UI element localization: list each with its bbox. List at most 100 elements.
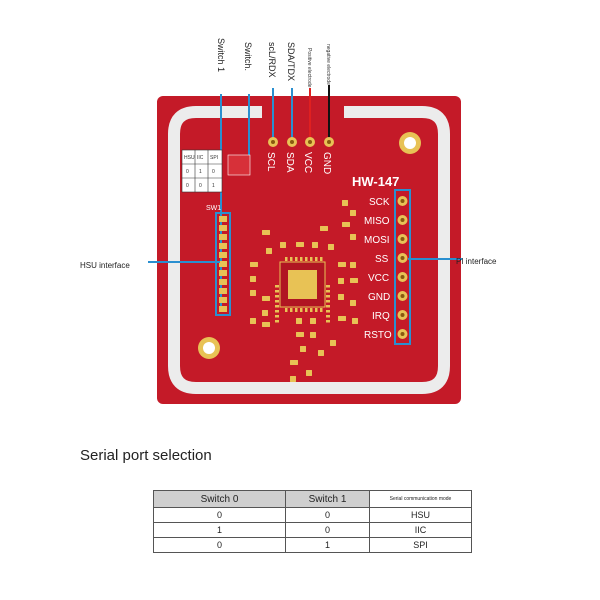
spi-pad-hole [400, 275, 405, 279]
chip-lead [275, 310, 279, 313]
spi-pin-ss: SS [375, 254, 389, 265]
smd-component [250, 290, 256, 296]
spi-pad-hole [400, 199, 405, 203]
cell-mode: SPI [369, 537, 472, 553]
table-row: 0 0 HSU [153, 507, 472, 523]
chip-lead [315, 308, 318, 312]
table-row: 1 0 IIC [153, 522, 472, 538]
table-header-row: Switch 0 Switch 1 Serial communication m… [153, 490, 472, 508]
smd-component [318, 350, 324, 356]
chip-lead [326, 285, 330, 288]
chip-lead [275, 300, 279, 303]
chip-lead [290, 308, 293, 312]
switch-block [227, 154, 251, 176]
chip-lead [275, 305, 279, 308]
hsu-pad [219, 288, 227, 294]
smd-component [352, 318, 358, 324]
chip-lead [285, 257, 288, 261]
smd-component [312, 242, 318, 248]
hsu-pad [219, 270, 227, 276]
spi-pin-vcc: VCC [368, 273, 389, 284]
chip-lead [275, 290, 279, 293]
spi-header-outline [394, 189, 411, 345]
spi-pin-gnd: GND [368, 292, 390, 303]
smd-component [250, 262, 258, 267]
hsu-header-outline [215, 212, 231, 316]
chip-lead [295, 257, 298, 261]
smd-component [320, 226, 328, 231]
mount-hole-top-right [399, 132, 421, 154]
smd-component [338, 262, 346, 267]
chip-lead [295, 308, 298, 312]
smd-component [328, 244, 334, 250]
chip-lead [300, 257, 303, 261]
smd-component [310, 332, 316, 338]
hsu-pad [219, 225, 227, 231]
spi-pad-hole [400, 256, 405, 260]
spi-pad-hole [400, 294, 405, 298]
spi-label: PI interface [456, 257, 497, 266]
chip-lead [275, 315, 279, 318]
pcb-switch-table: HSU IIC SPI 0 1 0 0 0 1 [181, 149, 223, 193]
chip-lead [326, 315, 330, 318]
spi-pin-labels: SCK MISO MOSI SS VCC GND IRQ RSTO [364, 197, 392, 341]
smd-component [330, 340, 336, 346]
cell-switch0: 0 [153, 507, 286, 523]
chip-lead [326, 320, 330, 323]
chip-leads [275, 257, 330, 323]
smd-component [290, 376, 296, 382]
smd-component [296, 242, 304, 247]
smd-component [280, 242, 286, 248]
svg-text:1: 1 [212, 183, 215, 189]
smd-component [250, 318, 256, 324]
pin-label-gnd: GND [321, 152, 332, 174]
svg-text:0: 0 [212, 169, 215, 175]
top-header-pads [268, 137, 334, 147]
spi-pad-hole [400, 218, 405, 222]
switch0-label: Switch. [243, 42, 253, 71]
smd-component [262, 230, 270, 235]
chip-lead [326, 290, 330, 293]
chip-lead [326, 300, 330, 303]
svg-text:0: 0 [186, 183, 189, 189]
chip-lead [326, 305, 330, 308]
chip-lead [285, 308, 288, 312]
chip-lead [275, 320, 279, 323]
hsu-pad [219, 297, 227, 303]
svg-text:SPI: SPI [210, 155, 218, 161]
smd-component [296, 332, 304, 337]
svg-text:1: 1 [199, 169, 202, 175]
cell-switch1: 1 [285, 537, 370, 553]
pin-label-sda: SDA [284, 152, 295, 173]
hsu-pad [219, 234, 227, 240]
smd-component [296, 318, 302, 324]
spi-pad-hole [400, 237, 405, 241]
smd-components [250, 200, 358, 382]
header-mode: Serial communication mode [369, 490, 472, 508]
chip-lead [326, 295, 330, 298]
hsu-pad [219, 306, 227, 312]
smd-component [310, 318, 316, 324]
cell-switch1: 0 [285, 507, 370, 523]
spi-pad-hole [400, 313, 405, 317]
smd-component [262, 296, 270, 301]
spi-pin-sck: SCK [369, 197, 390, 208]
chip-lead [320, 308, 323, 312]
header-switch0: Switch 0 [153, 490, 286, 508]
hsu-pad [219, 243, 227, 249]
mount-hole-bottom-left [198, 337, 220, 359]
svg-text:0: 0 [186, 169, 189, 175]
smd-component [350, 234, 356, 240]
spi-pin-mosi: MOSI [364, 235, 390, 246]
smd-component [338, 278, 344, 284]
table-row: 0 1 SPI [153, 537, 472, 553]
svg-text:HSU: HSU [184, 155, 195, 161]
positive-note: Positive electrode [306, 48, 312, 88]
hsu-header-pads [219, 216, 227, 312]
chip-lead [275, 285, 279, 288]
chip-lead [305, 308, 308, 312]
serial-mode-table: Switch 0 Switch 1 Serial communication m… [153, 490, 472, 553]
hsu-label: HSU interface [80, 261, 130, 270]
smd-component [350, 278, 358, 283]
spi-header-pads [397, 196, 408, 339]
